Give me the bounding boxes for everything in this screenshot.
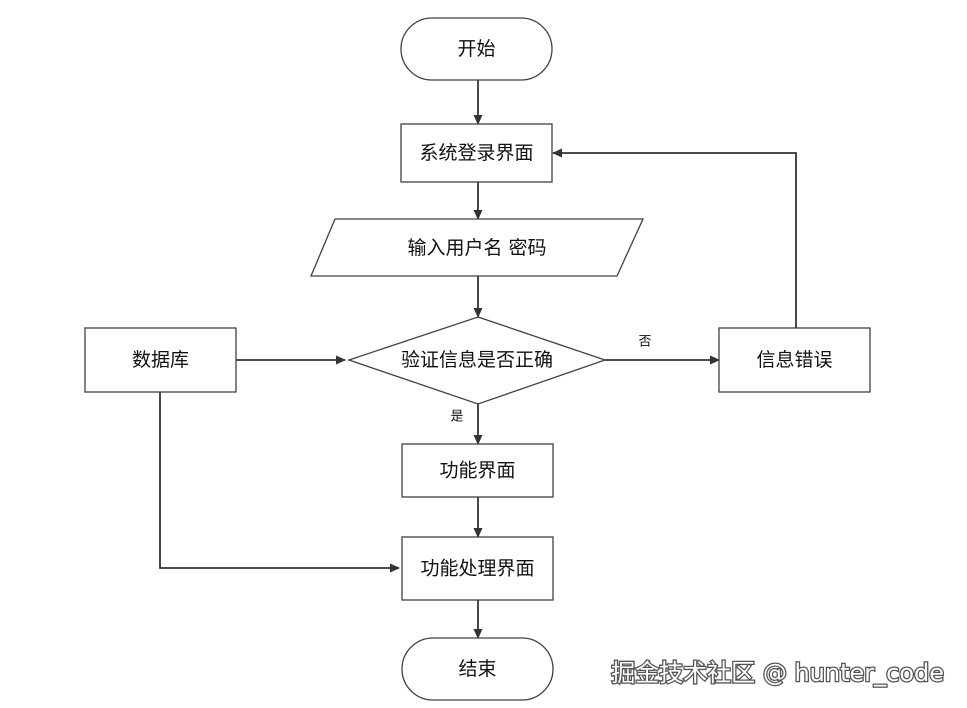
- input-output-shape: [310, 218, 645, 277]
- process-shape: [401, 443, 554, 498]
- node-label: 功能处理界面: [420, 558, 534, 580]
- edge-error-to-login: [552, 148, 797, 328]
- process-shape: [84, 327, 237, 393]
- node-label: 功能界面: [439, 460, 515, 482]
- node-verify: 验证信息是否正确: [346, 316, 608, 405]
- terminator-shape: [401, 637, 554, 701]
- node-label: 输入用户名 密码: [407, 237, 546, 259]
- node-end: 结束: [401, 637, 554, 701]
- node-function-ui: 功能界面: [401, 443, 554, 498]
- node-info-error: 信息错误: [718, 327, 871, 393]
- edges: [159, 80, 797, 639]
- node-label: 信息错误: [756, 349, 832, 371]
- node-label: 结束: [458, 658, 496, 680]
- edge-label-no: 否: [638, 335, 651, 350]
- node-input-credentials: 输入用户名 密码: [310, 218, 645, 277]
- node-login-ui: 系统登录界面: [400, 123, 553, 183]
- process-shape: [400, 123, 553, 183]
- edge-label-yes: 是: [450, 410, 463, 425]
- edge-database-to-process: [159, 392, 400, 573]
- node-label: 开始: [457, 38, 495, 60]
- node-database: 数据库: [84, 327, 237, 393]
- node-label: 验证信息是否正确: [401, 349, 553, 371]
- node-label: 数据库: [132, 349, 189, 371]
- terminator-shape: [400, 17, 553, 81]
- process-shape: [401, 536, 554, 601]
- node-function-process-ui: 功能处理界面: [401, 536, 554, 601]
- decision-shape: [346, 316, 608, 405]
- process-shape: [718, 327, 871, 393]
- node-label: 系统登录界面: [419, 142, 533, 164]
- node-start: 开始: [400, 17, 553, 81]
- watermark: 掘金技术社区 @ hunter_code: [611, 659, 944, 687]
